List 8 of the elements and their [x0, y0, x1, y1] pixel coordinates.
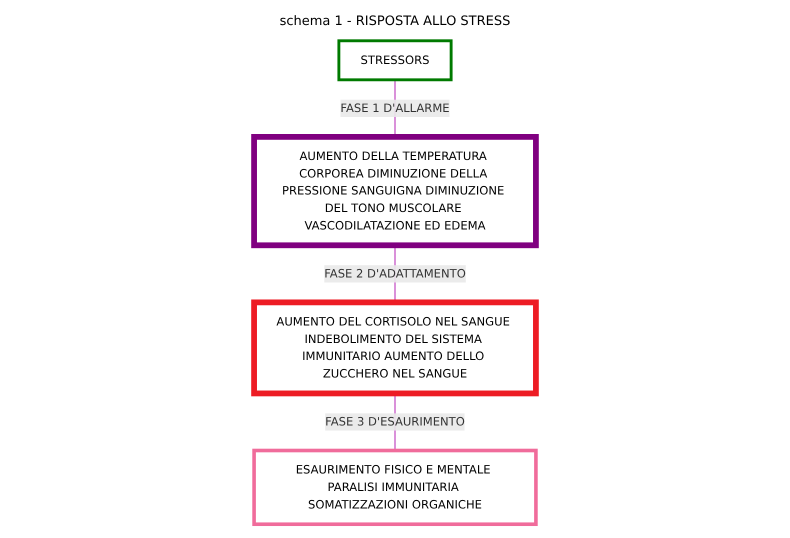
edge-label: FASE 3 D'ESAURIMENTO: [325, 414, 465, 428]
node-box: AUMENTO DEL CORTISOLO NEL SANGUE INDEBOLIMENTO DEL SISTEMA IMMUNITARIO AUMENTO DELLO ZUCCHERO NEL SANGUE: [251, 299, 539, 396]
diagram-title: schema 1 - RISPOSTA ALLO STRESS: [280, 14, 510, 29]
edge-label: FASE 2 D'ADATTAMENTO: [324, 266, 466, 280]
node-box: STRESSORS: [337, 39, 453, 82]
node-box: AUMENTO DELLA TEMPERATURA CORPOREA DIMINUZIONE DELLA PRESSIONE SANGUIGNA DIMINUZIONE DEL TONO MUSCOLARE VASCODILATAZIONE ED EDEMA: [251, 134, 539, 248]
node-box: ESAURIMENTO FISICO E MENTALE PARALISI IMMUNITARIA SOMATIZZAZIONI ORGANICHE: [252, 448, 538, 526]
edge-label: FASE 1 D'ALLARME: [340, 101, 450, 115]
